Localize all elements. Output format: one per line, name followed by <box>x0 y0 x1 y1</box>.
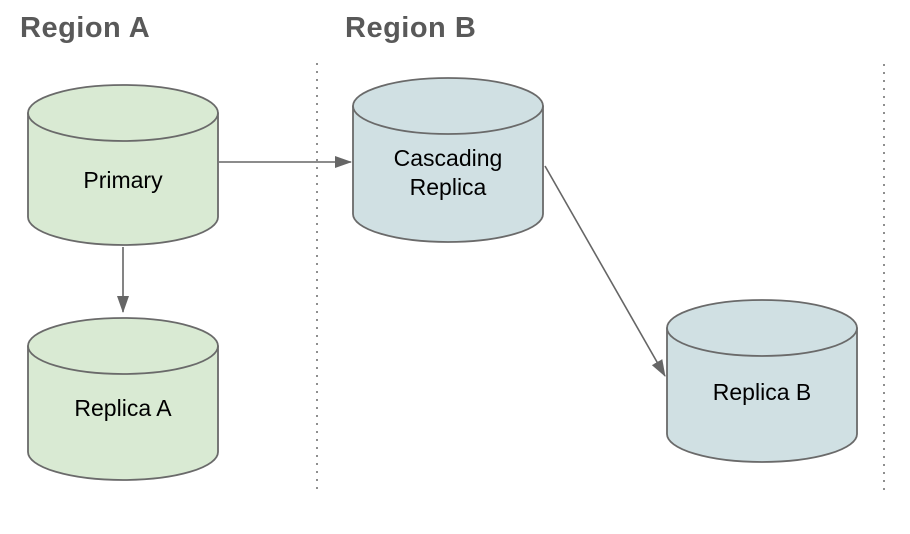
cylinder-replica-b <box>666 299 858 463</box>
cylinder-primary <box>27 84 219 246</box>
cylinder-cascading-replica <box>352 77 544 243</box>
cylinder-replica-a-top <box>27 317 219 375</box>
cylinder-replica-a-body <box>27 345 219 481</box>
cylinder-primary-body <box>27 112 219 246</box>
region-a-heading: Region A <box>20 12 151 44</box>
node-label-primary: Primary <box>83 167 163 193</box>
cylinder-replica-a <box>27 317 219 481</box>
arrow-cascading-replica-to-replica-b <box>544 165 666 377</box>
cylinder-replica-b-body <box>666 327 858 463</box>
cylinder-cascading-replica-body <box>352 105 544 243</box>
cylinder-cascading-replica-top <box>352 77 544 135</box>
cylinder-primary-top <box>27 84 219 142</box>
cylinder-replica-b-top <box>666 299 858 357</box>
node-label-replica-a: Replica A <box>74 395 172 421</box>
region-b-heading: Region B <box>345 12 477 44</box>
node-label-cascading-replica: Cascading Replica <box>393 145 503 200</box>
node-label-replica-b: Replica B <box>712 379 812 405</box>
